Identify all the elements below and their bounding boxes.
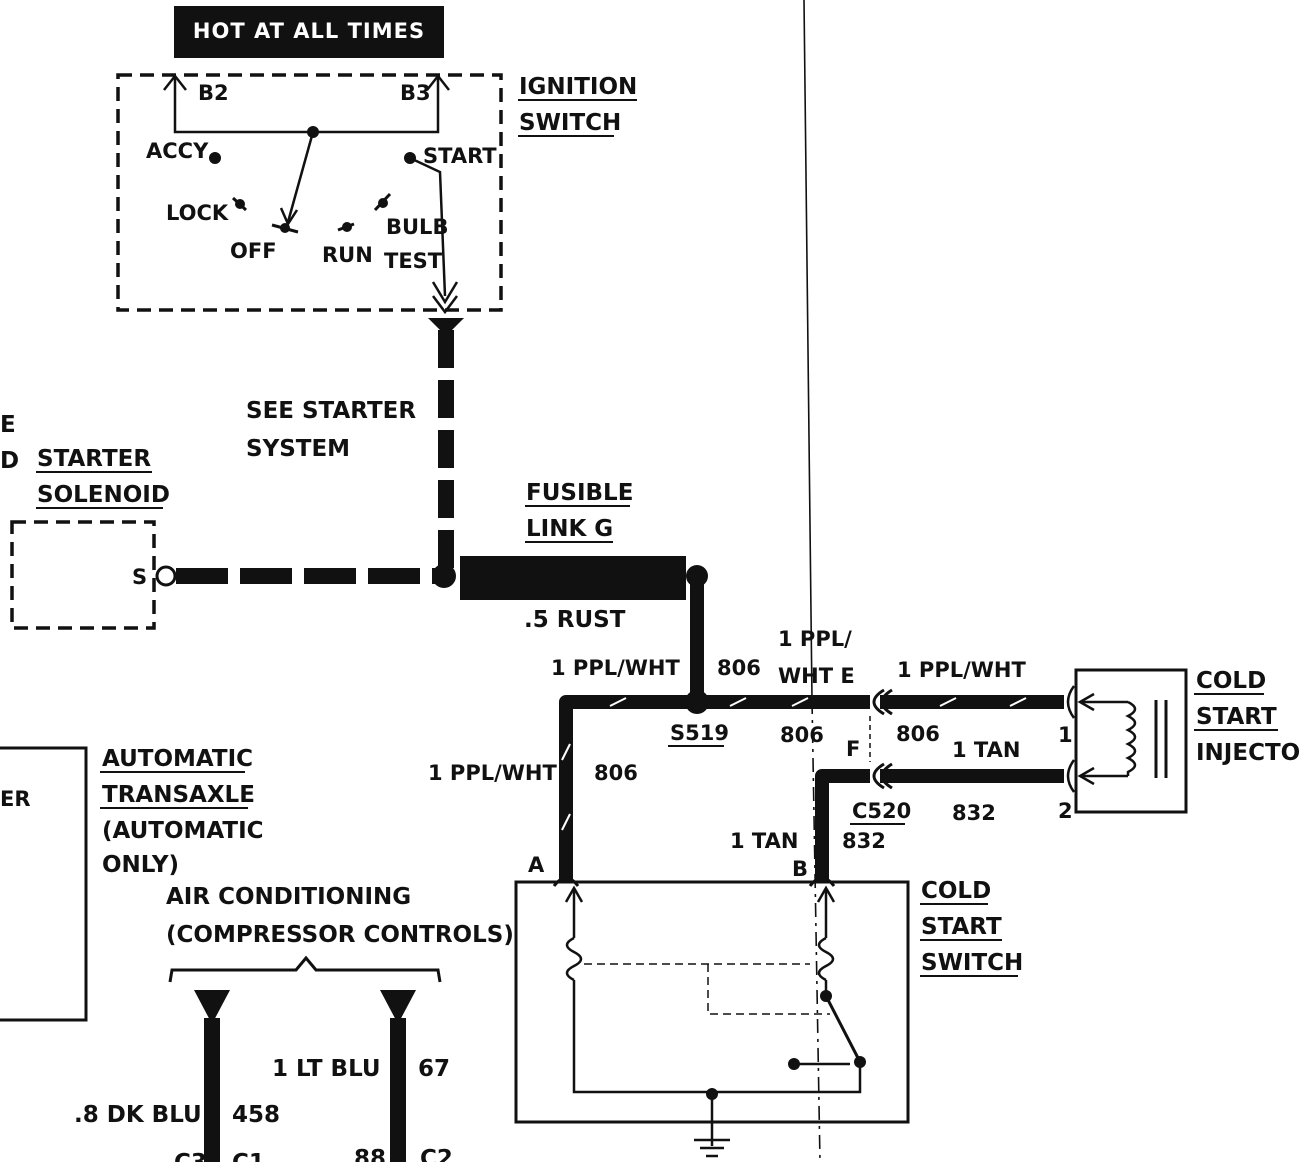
fragment-er-label: ER [0, 787, 31, 811]
hot-at-all-times-label: HOT AT ALL TIMES [193, 19, 425, 43]
run-label: RUN [322, 243, 373, 267]
ppl-wht-label-b: 1 PPL/WHT [897, 658, 1026, 682]
cold-start-switch-internals [564, 885, 862, 1158]
see-starter-label-2: SYSTEM [246, 436, 350, 462]
wht-e-label: WHT E [778, 664, 855, 688]
fusible-link-g [460, 556, 686, 600]
wire-832-label-b: 832 [842, 829, 886, 853]
ppl-wht-label-a: 1 PPL/WHT [551, 656, 680, 680]
rust-wire-label: .5 RUST [524, 607, 626, 633]
splice-s519 [685, 690, 709, 714]
wire-806-stripes [561, 697, 1027, 831]
c1-label: C1 [232, 1150, 265, 1162]
pin-1-label: 1 [1058, 723, 1073, 747]
ignition-switch-internals [163, 73, 459, 315]
s-terminal-label: S [132, 565, 147, 589]
cold-start-switch-label-2: START [921, 914, 1002, 940]
wire-458-label: 458 [232, 1102, 280, 1128]
wire-832 [815, 769, 1064, 882]
start-contact [404, 152, 416, 164]
a-terminal-label: A [528, 853, 545, 877]
f-terminal-label: F [846, 737, 860, 761]
test-label: TEST [384, 249, 443, 273]
air-conditioning-label-1: AIR CONDITIONING [166, 884, 411, 910]
accy-contact [209, 152, 221, 164]
lt-blu-label: 1 LT BLU [272, 1056, 381, 1082]
reference-line-dashed [811, 699, 821, 1162]
wire-88-label: 88 [354, 1146, 386, 1162]
fusible-link-label-1: FUSIBLE [526, 480, 633, 506]
b2-label: B2 [198, 81, 229, 105]
wire-806-label-d: 806 [594, 761, 638, 785]
ppl-label: 1 PPL/ [778, 627, 852, 651]
b-terminal-label: B [792, 857, 808, 881]
c520-label: C520 [852, 799, 911, 823]
auto-transaxle-label-3: (AUTOMATIC [102, 818, 264, 844]
s-terminal [155, 565, 177, 587]
injector-internals [1066, 685, 1168, 793]
off-label: OFF [230, 239, 277, 263]
dk-blu-label: .8 DK BLU [74, 1102, 202, 1128]
air-conditioning-label-2: (COMPRESSOR CONTROLS) [166, 922, 514, 948]
bulb-label: BULB [386, 215, 448, 239]
air-conditioning-brace [168, 955, 442, 983]
auto-transaxle-label-1: AUTOMATIC [102, 746, 253, 772]
wire-67-label: 67 [418, 1056, 450, 1082]
pin-2-label: 2 [1058, 799, 1073, 823]
tan-label-1: 1 TAN [952, 738, 1020, 762]
ignition-output-connector [428, 318, 464, 336]
lock-label: LOCK [166, 201, 229, 225]
starter-solenoid-box [10, 520, 156, 630]
accy-label: ACCY [146, 139, 209, 163]
reference-line [803, 0, 813, 701]
starter-solenoid-label-1: STARTER [37, 446, 151, 472]
start-label: START [423, 144, 497, 168]
cold-start-injector-box [1074, 668, 1188, 814]
starter-solenoid-label-2: SOLENOID [37, 482, 170, 508]
wire-832-label-a: 832 [952, 801, 996, 825]
auto-transaxle-label-4: ONLY) [102, 852, 179, 878]
auto-transaxle-label-2: TRANSAXLE [102, 782, 255, 808]
fragment-d-label: D [0, 448, 19, 474]
cold-start-switch-terminals [552, 876, 836, 887]
starter-splice [432, 564, 456, 588]
hot-at-all-times-banner [174, 6, 444, 58]
fusible-link-label-2: LINK G [526, 516, 613, 542]
c3-label: C3 [174, 1150, 207, 1162]
fragment-e-label: E [0, 412, 16, 438]
cold-start-injector-label-2: START [1196, 704, 1277, 730]
wire-806-label-a: 806 [717, 656, 761, 680]
cold-start-injector-label-1: COLD [1196, 668, 1266, 694]
cold-start-switch-label-1: COLD [921, 878, 991, 904]
cold-start-switch-label-3: SWITCH [921, 950, 1023, 976]
wire-806-label-b: 806 [780, 723, 824, 747]
ac-wires [194, 990, 416, 1162]
automatic-transaxle-box [0, 746, 88, 1022]
ignition-switch-label-2: SWITCH [519, 110, 621, 136]
see-starter-label-1: SEE STARTER [246, 398, 416, 424]
cold-start-switch-dashed-link [584, 963, 830, 1015]
s519-label: S519 [670, 721, 729, 745]
b3-label: B3 [400, 81, 431, 105]
cold-start-injector-label-3: INJECTOR [1196, 740, 1300, 766]
tan-label-2: 1 TAN [730, 829, 798, 853]
ignition-switch-label-1: IGNITION [519, 74, 637, 100]
c2-label: C2 [420, 1146, 453, 1162]
ppl-wht-label-c: 1 PPL/WHT [428, 761, 557, 785]
wire-806-label-c: 806 [896, 722, 940, 746]
